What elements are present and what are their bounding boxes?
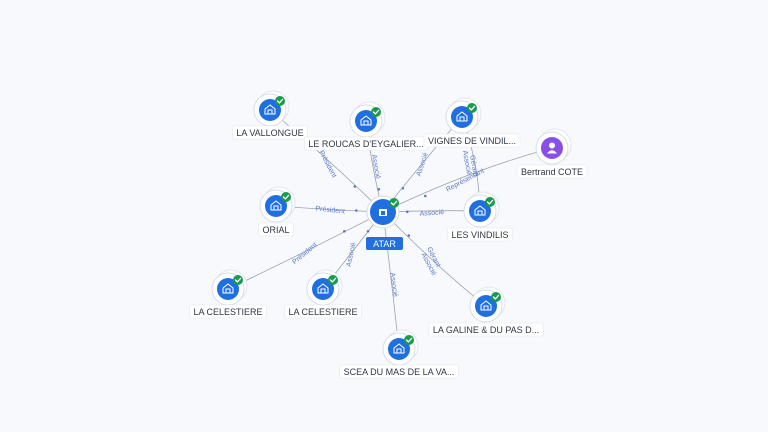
node-label-box bbox=[284, 304, 362, 319]
edge-line bbox=[269, 109, 384, 213]
edge-label: Président bbox=[291, 242, 318, 266]
edge-arrow bbox=[343, 230, 346, 233]
node-label-box bbox=[339, 364, 459, 379]
check-icon bbox=[467, 103, 477, 113]
building-icon bbox=[222, 283, 234, 294]
node-label: SCEA DU MAS DE LA VA... bbox=[344, 367, 455, 377]
node-vignes[interactable] bbox=[445, 97, 482, 134]
building-icon bbox=[379, 209, 387, 216]
center-node[interactable]: ATAR bbox=[366, 195, 403, 250]
building-icon bbox=[474, 205, 486, 216]
node-bertrand[interactable] bbox=[535, 128, 572, 165]
edge-label: Associé bbox=[346, 242, 358, 268]
edge-scea: Associé bbox=[382, 211, 400, 350]
edge-la-celestiere-1: Président bbox=[227, 211, 384, 290]
building-icon bbox=[270, 200, 282, 211]
check-icon bbox=[371, 107, 381, 117]
edge-arrow bbox=[406, 210, 409, 214]
center-label-box bbox=[366, 237, 403, 250]
node-label: ORIAL bbox=[262, 225, 289, 235]
node-label: LA CELESTIERE bbox=[288, 307, 357, 317]
node-label-box bbox=[189, 304, 267, 319]
node-le-roucas[interactable] bbox=[349, 101, 386, 138]
node-scea[interactable] bbox=[382, 329, 419, 366]
node-la-celestiere-2[interactable] bbox=[306, 269, 343, 306]
node-la-celestiere-1[interactable] bbox=[211, 269, 248, 306]
node-label-box bbox=[258, 222, 294, 237]
node-label: LES VINDILIS bbox=[451, 230, 508, 240]
building-icon bbox=[317, 283, 329, 294]
building-icon bbox=[480, 300, 492, 311]
node-label: LA GALINE & DU PAS D... bbox=[433, 325, 539, 335]
node-label-box bbox=[428, 322, 544, 337]
edge-arrow bbox=[407, 234, 411, 237]
edge-label: Président bbox=[315, 205, 345, 215]
check-icon bbox=[404, 335, 414, 345]
edge-arrow bbox=[401, 187, 405, 190]
check-icon bbox=[328, 275, 338, 285]
node-label: Bertrand COTE bbox=[521, 167, 583, 177]
edge-arrow bbox=[424, 194, 427, 198]
node-orial[interactable] bbox=[259, 186, 296, 223]
check-icon bbox=[491, 292, 501, 302]
edge-arrow bbox=[355, 209, 358, 212]
edge-label: Gérant bbox=[468, 155, 479, 177]
node-la-galine[interactable] bbox=[469, 286, 506, 323]
building-icon bbox=[456, 111, 468, 122]
check-icon bbox=[485, 197, 495, 207]
node-label: LE ROUCAS D'EYGALIER... bbox=[308, 139, 423, 149]
node-label-box bbox=[516, 164, 588, 179]
nodes-layer: LA VALLONGUE LE ROUCAS D'EYGALIER... VIGNE… bbox=[189, 90, 588, 379]
node-label-box bbox=[447, 227, 513, 242]
node-label: LA VALLONGUE bbox=[236, 128, 303, 138]
edge-label: Associé bbox=[370, 154, 381, 179]
building-icon bbox=[264, 104, 276, 115]
node-label: LA CELESTIERE bbox=[193, 307, 262, 317]
check-icon bbox=[281, 192, 291, 202]
building-icon bbox=[393, 343, 405, 354]
edge-line bbox=[382, 147, 553, 213]
edge-label: Associé bbox=[419, 209, 444, 218]
edge-arrow bbox=[353, 185, 357, 188]
node-label: VIGNES DE VINDIL... bbox=[428, 136, 516, 146]
node-label-box bbox=[232, 125, 309, 140]
edge-arrow bbox=[377, 188, 381, 191]
node-la-vallongue[interactable] bbox=[253, 90, 290, 127]
edge-label: Associé bbox=[461, 150, 472, 175]
edge-vignes: Associé bbox=[382, 116, 463, 213]
person-icon bbox=[547, 142, 557, 154]
edge-label: Associé bbox=[415, 152, 429, 178]
node-les-vindilis[interactable] bbox=[463, 191, 500, 228]
edge-label: Associé bbox=[388, 272, 398, 297]
check-icon bbox=[275, 96, 285, 106]
edge-arrow bbox=[366, 230, 370, 233]
check-icon bbox=[389, 198, 399, 208]
center-label: ATAR bbox=[373, 239, 396, 249]
check-icon bbox=[233, 275, 243, 285]
building-icon bbox=[360, 115, 372, 126]
node-label-box bbox=[423, 133, 521, 148]
edge-label: Président bbox=[317, 150, 337, 179]
